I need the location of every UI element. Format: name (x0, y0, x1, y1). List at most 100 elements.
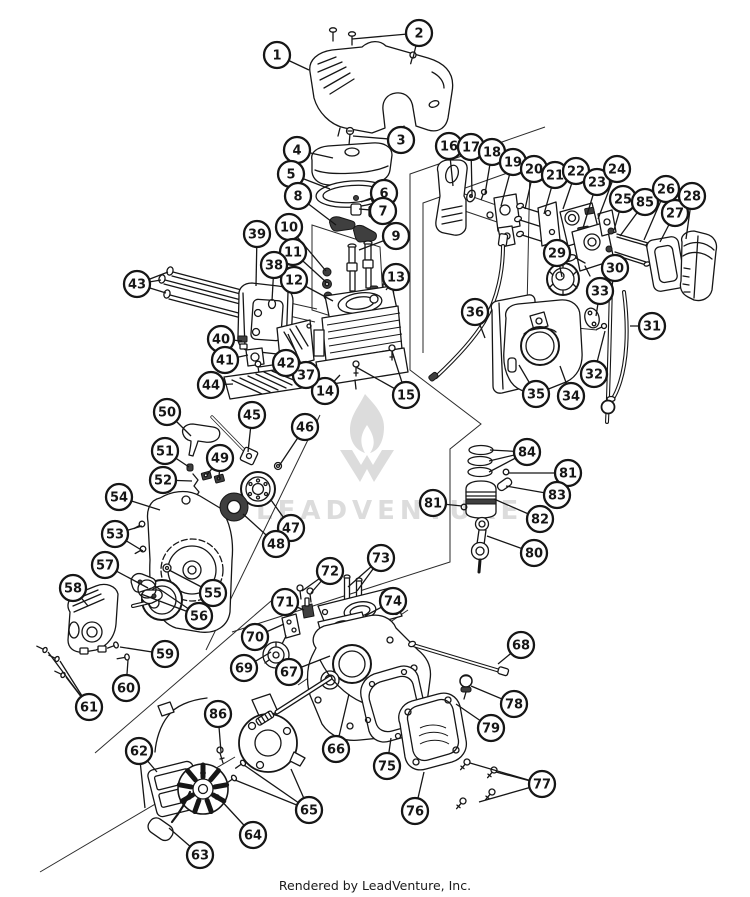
callout-27[interactable]: 27 (660, 198, 690, 228)
callout-72[interactable]: 72 (315, 556, 345, 586)
callout-85[interactable]: 85 (630, 187, 660, 217)
callout-9[interactable]: 9 (381, 221, 411, 251)
callout-46[interactable]: 46 (290, 412, 320, 442)
callout-4[interactable]: 4 (282, 135, 312, 165)
callout-2[interactable]: 2 (404, 18, 434, 48)
callout-73[interactable]: 73 (366, 543, 396, 573)
callout-79[interactable]: 79 (476, 713, 506, 743)
callout-86[interactable]: 86 (203, 699, 233, 729)
callout-84[interactable]: 84 (512, 437, 542, 467)
svg-text:35: 35 (527, 388, 545, 403)
svg-text:50: 50 (158, 406, 176, 421)
callout-33[interactable]: 33 (585, 276, 615, 306)
callout-69[interactable]: 69 (229, 653, 259, 683)
callout-13[interactable]: 13 (381, 262, 411, 292)
callout-56[interactable]: 56 (184, 601, 214, 631)
callout-64[interactable]: 64 (238, 820, 268, 850)
callout-19[interactable]: 19 (498, 147, 528, 177)
watermark-flame-icon (336, 392, 396, 488)
svg-text:15: 15 (397, 389, 415, 404)
callout-29[interactable]: 29 (542, 238, 572, 268)
callout-37[interactable]: 37 (291, 360, 321, 390)
svg-text:64: 64 (244, 829, 262, 844)
svg-text:73: 73 (372, 552, 390, 567)
callout-18[interactable]: 18 (477, 137, 507, 167)
callout-58[interactable]: 58 (58, 573, 88, 603)
callout-71[interactable]: 71 (270, 587, 300, 617)
callout-65[interactable]: 65 (294, 795, 324, 825)
callout-32[interactable]: 32 (579, 359, 609, 389)
callout-66[interactable]: 66 (321, 734, 351, 764)
callout-44[interactable]: 44 (196, 370, 226, 400)
callout-36[interactable]: 36 (460, 297, 490, 327)
callout-1[interactable]: 1 (262, 40, 292, 70)
callout-61[interactable]: 61 (74, 692, 104, 722)
svg-text:58: 58 (64, 582, 82, 597)
callout-35[interactable]: 35 (521, 379, 551, 409)
callout-20[interactable]: 20 (519, 154, 549, 184)
piston-pin (496, 477, 513, 492)
callout-26[interactable]: 26 (651, 174, 681, 204)
throttle-bolt (513, 215, 543, 228)
callout-10[interactable]: 10 (274, 212, 304, 242)
callout-62[interactable]: 62 (124, 736, 154, 766)
svg-text:40: 40 (212, 333, 230, 348)
callout-28[interactable]: 28 (677, 181, 707, 211)
callout-24[interactable]: 24 (602, 154, 632, 184)
callout-63[interactable]: 63 (185, 840, 215, 870)
callout-16[interactable]: 16 (434, 131, 464, 161)
callout-12[interactable]: 12 (279, 265, 309, 295)
svg-text:30: 30 (606, 262, 624, 277)
callout-45[interactable]: 45 (237, 400, 267, 430)
callout-38[interactable]: 38 (259, 250, 289, 280)
callout-42[interactable]: 42 (271, 348, 301, 378)
callout-57[interactable]: 57 (90, 550, 120, 580)
svg-text:20: 20 (525, 163, 543, 178)
callout-51[interactable]: 51 (150, 436, 180, 466)
callout-70[interactable]: 70 (240, 622, 270, 652)
callout-76[interactable]: 76 (400, 796, 430, 826)
callout-75[interactable]: 75 (372, 751, 402, 781)
callout-83[interactable]: 83 (542, 480, 572, 510)
svg-text:23: 23 (588, 176, 606, 191)
callout-53[interactable]: 53 (100, 519, 130, 549)
callout-30[interactable]: 30 (600, 253, 630, 283)
callout-7[interactable]: 7 (368, 196, 398, 226)
callout-67[interactable]: 67 (274, 657, 304, 687)
callout-8[interactable]: 8 (283, 181, 313, 211)
callout-68[interactable]: 68 (506, 630, 536, 660)
callout-39[interactable]: 39 (242, 219, 272, 249)
svg-text:13: 13 (387, 271, 405, 286)
svg-text:26: 26 (657, 183, 675, 198)
callout-23[interactable]: 23 (582, 167, 612, 197)
callout-14[interactable]: 14 (310, 376, 340, 406)
callout-43[interactable]: 43 (122, 269, 152, 299)
callout-77[interactable]: 77 (527, 769, 557, 799)
callout-3[interactable]: 3 (386, 125, 416, 155)
callout-60[interactable]: 60 (111, 673, 141, 703)
callout-50[interactable]: 50 (152, 397, 182, 427)
callout-74[interactable]: 74 (378, 586, 408, 616)
callout-81[interactable]: 81 (418, 488, 448, 518)
callout-78[interactable]: 78 (499, 689, 529, 719)
callout-80[interactable]: 80 (519, 538, 549, 568)
callout-59[interactable]: 59 (150, 639, 180, 669)
piston-ring (467, 455, 493, 467)
muffler-bolt (158, 274, 246, 306)
callout-34[interactable]: 34 (556, 381, 586, 411)
svg-text:61: 61 (80, 701, 98, 716)
callout-54[interactable]: 54 (104, 482, 134, 512)
callout-82[interactable]: 82 (525, 504, 555, 534)
callout-55[interactable]: 55 (198, 578, 228, 608)
callout-52[interactable]: 52 (148, 465, 178, 495)
engine-cover (309, 27, 454, 146)
svg-text:33: 33 (591, 285, 609, 300)
callout-81[interactable]: 81 (553, 458, 583, 488)
callout-41[interactable]: 41 (210, 345, 240, 375)
callout-15[interactable]: 15 (391, 380, 421, 410)
callout-31[interactable]: 31 (637, 311, 667, 341)
callout-48[interactable]: 48 (261, 529, 291, 559)
svg-text:1: 1 (272, 49, 281, 64)
callout-49[interactable]: 49 (205, 443, 235, 473)
